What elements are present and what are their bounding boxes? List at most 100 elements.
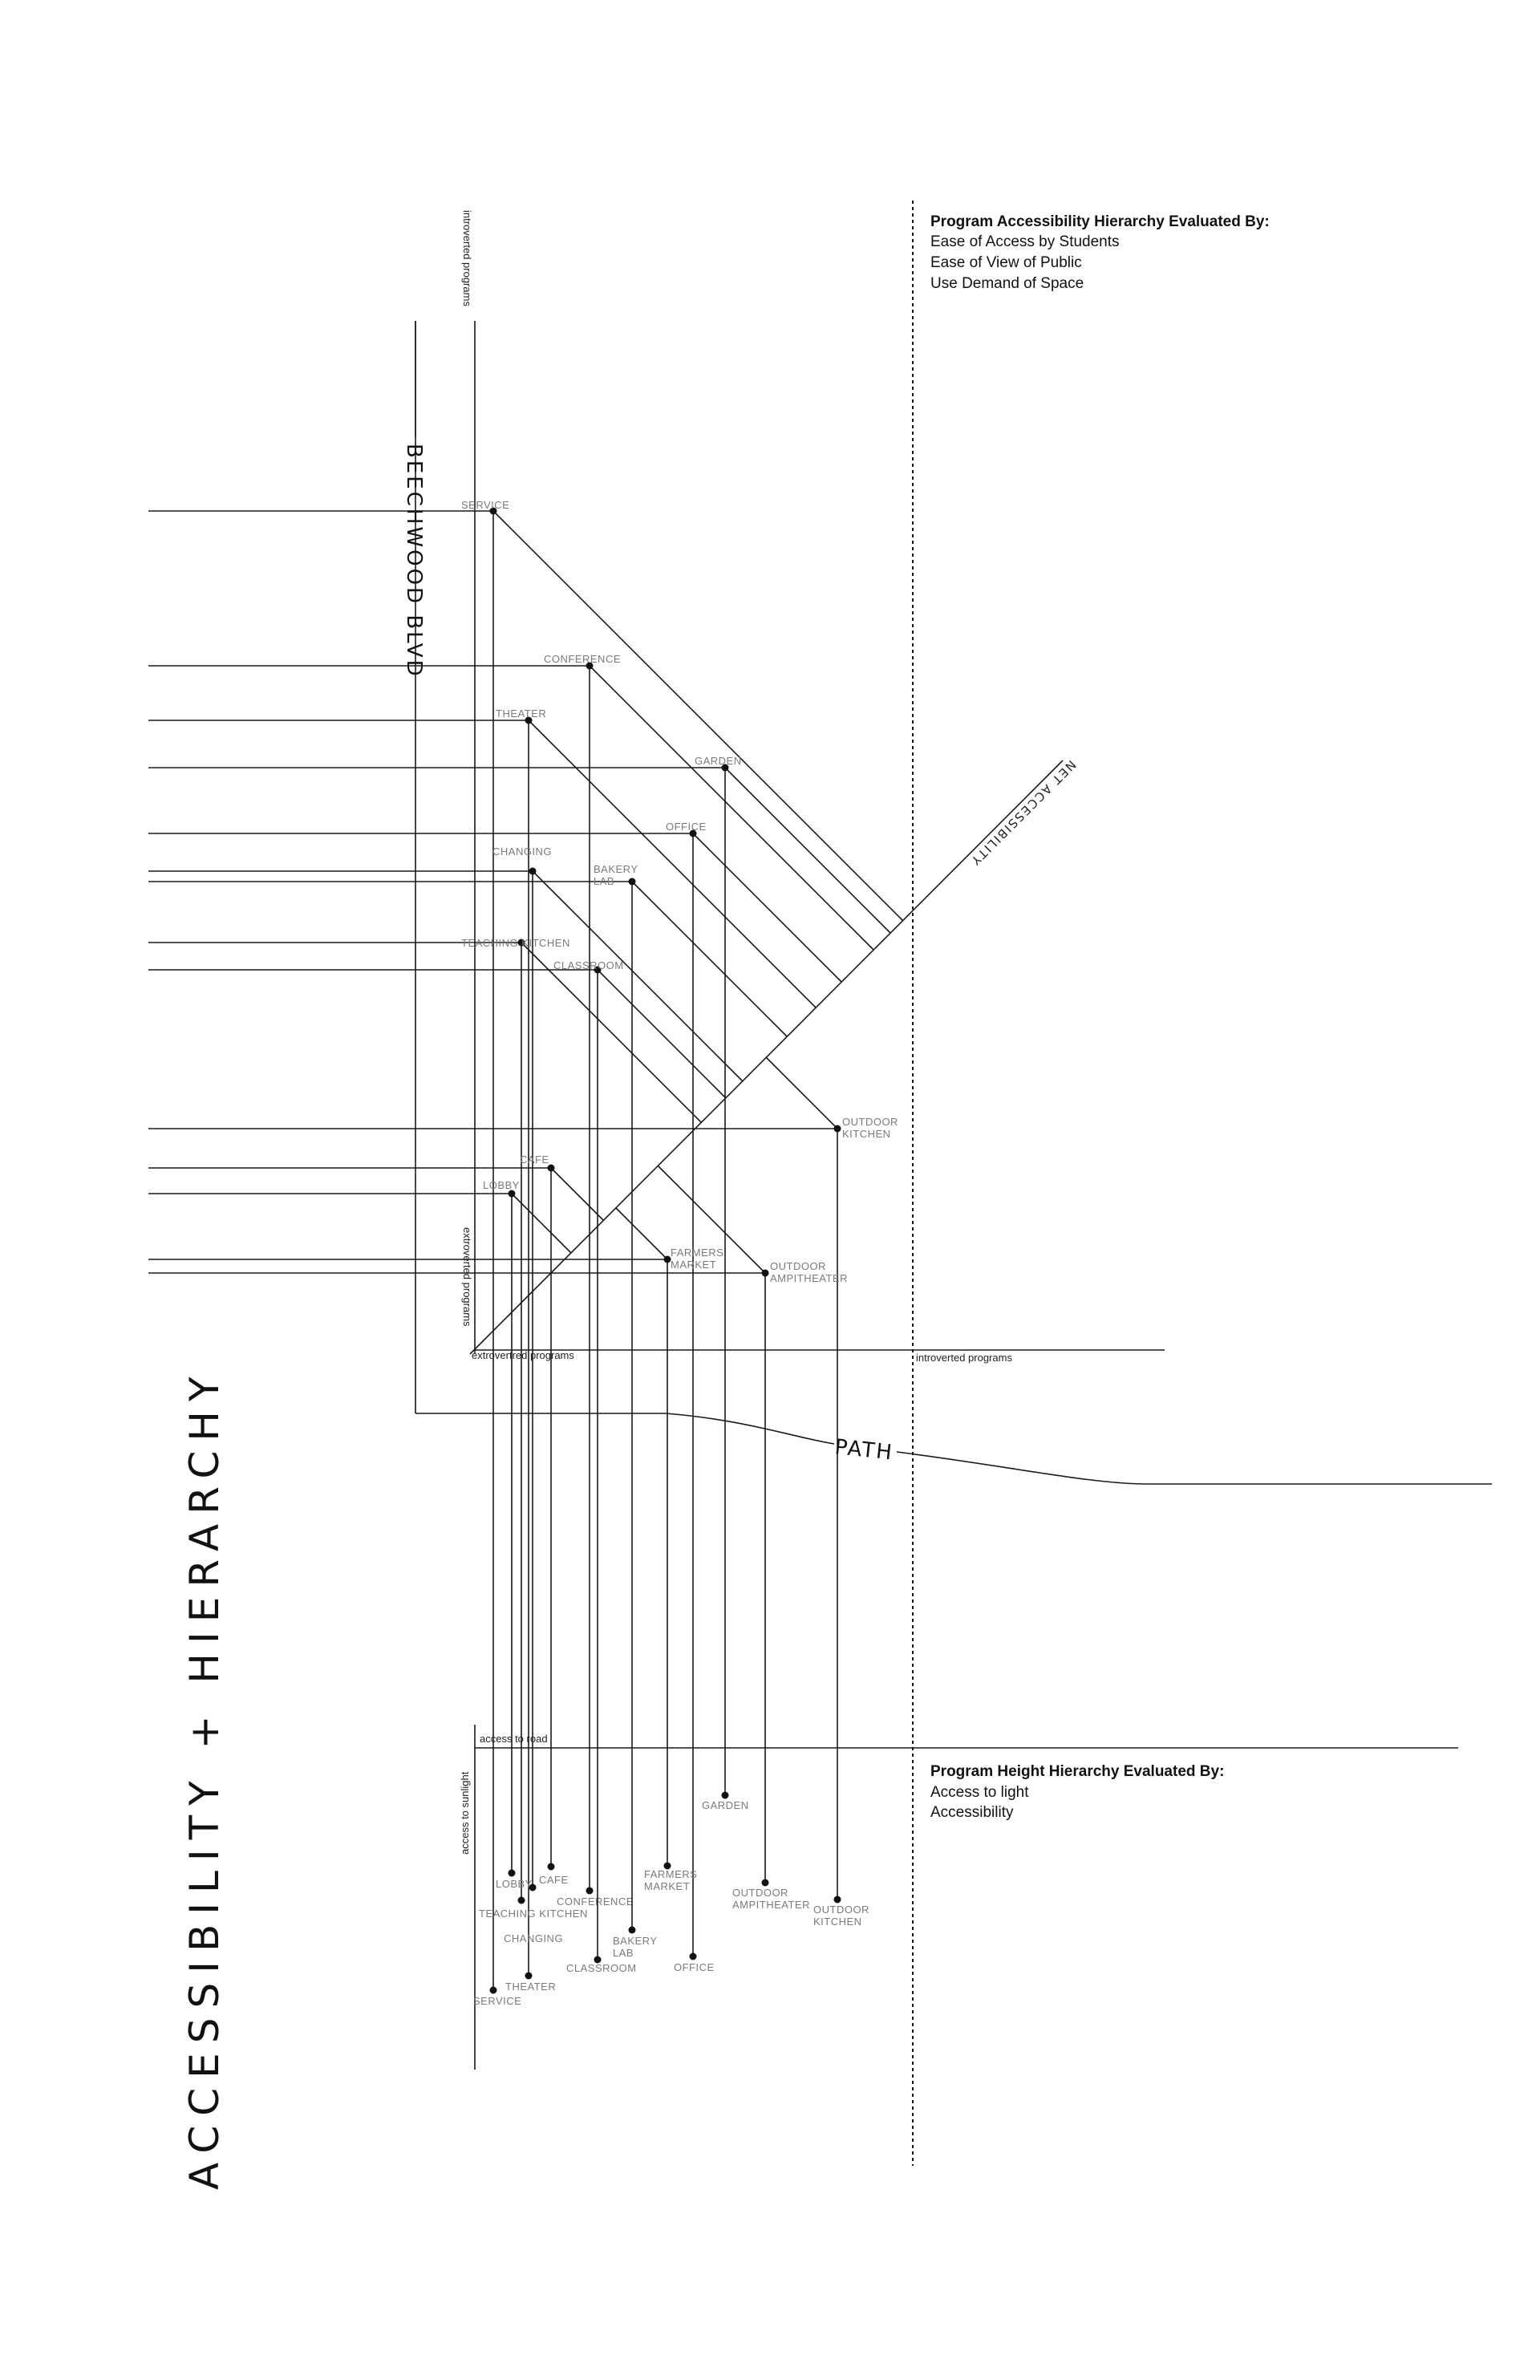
bakery-height-label-line: BAKERY <box>613 1935 658 1947</box>
classroom-accessibility-label-line: CLASSROOM <box>553 959 624 971</box>
office-height-label-line: OFFICE <box>674 1961 715 1973</box>
classroom-accessibility-point <box>594 966 602 974</box>
theater-height-label: THEATER <box>505 1981 556 1993</box>
height-criteria-note: Program Height Hierarchy Evaluated By: A… <box>930 1763 1224 1821</box>
bakery-projection-line <box>631 881 788 1037</box>
theater-accessibility-point <box>525 716 533 724</box>
height-note-line: Access to light <box>930 1784 1029 1801</box>
teaching-height-label-line: TEACHING KITCHEN <box>479 1908 588 1920</box>
changing-height-point <box>529 1883 537 1891</box>
extroverted-bottom-label: extrovertred programs <box>472 1349 574 1361</box>
classroom-height-label-line: CLASSROOM <box>566 1962 637 1974</box>
garden-accessibility-label-line: GARDEN <box>695 755 742 767</box>
office-projection-line <box>692 833 842 983</box>
amphitheater-height-label-line: AMPITHEATER <box>732 1899 810 1911</box>
garden-accessibility-label: GARDEN <box>695 755 742 767</box>
farmers-accessibility-label-line: FARMERS <box>671 1247 723 1259</box>
garden-height-point <box>721 1791 729 1799</box>
accessibility-criteria-note: Program Accessibility Hierarchy Evaluate… <box>930 213 1270 292</box>
accessibility-note-line: Use Demand of Space <box>930 275 1084 292</box>
theater-accessibility-label: THEATER <box>496 708 546 720</box>
lobby-height-label: LOBBY <box>496 1878 533 1890</box>
path-line <box>415 1413 835 1445</box>
garden-height-label-line: GARDEN <box>702 1799 749 1811</box>
farmers-accessibility-label-line: MARKET <box>671 1259 716 1271</box>
cafe-height-label: CAFE <box>539 1874 569 1886</box>
classroom-height-point <box>594 1956 602 1964</box>
outdoor-kitchen-accessibility-label-line: OUTDOOR <box>842 1116 898 1128</box>
cafe-projection-line <box>550 1167 604 1221</box>
theater-height-label-line: THEATER <box>505 1981 556 1993</box>
office-accessibility-label: OFFICE <box>666 821 707 833</box>
conference-height-label-line: CONFERENCE <box>557 1895 634 1908</box>
changing-accessibility-label-line: CHANGING <box>492 845 552 858</box>
service-projection-line <box>492 510 904 922</box>
cafe-accessibility-point <box>547 1164 555 1172</box>
garden-height-label: GARDEN <box>702 1799 749 1811</box>
outdoor-kitchen-height-point <box>833 1895 841 1904</box>
amphitheater-projection-line <box>657 1165 766 1274</box>
access-to-road-label: access to road <box>480 1733 548 1745</box>
cafe-height-point <box>547 1863 555 1871</box>
net-accessibility-label: NET ACCESSIBILITY <box>967 757 1079 869</box>
bakery-accessibility-label-line: BAKERY <box>594 863 638 875</box>
farmers-height-label-line: FARMERS <box>644 1868 697 1880</box>
theater-accessibility-label-line: THEATER <box>496 708 546 720</box>
garden-accessibility-point <box>721 764 729 772</box>
theater-height-point <box>525 1972 533 1980</box>
outdoor-kitchen-height-label-line: OUTDOOR <box>813 1904 869 1916</box>
introverted-bottom-label: introverted programs <box>916 1352 1012 1364</box>
bakery-accessibility-point <box>628 878 636 886</box>
lobby-height-point <box>508 1869 516 1877</box>
service-height-point <box>489 1986 497 1994</box>
conference-accessibility-point <box>586 662 594 670</box>
classroom-accessibility-label: CLASSROOM <box>553 959 624 971</box>
classroom-height-label: CLASSROOM <box>566 1962 637 1974</box>
outdoor-kitchen-projection-line <box>765 1056 838 1129</box>
amphitheater-accessibility-label-line: OUTDOOR <box>770 1260 826 1272</box>
introverted-top-label: introverted programs <box>461 210 473 306</box>
accessibility-note-line: Ease of Access by Students <box>930 233 1120 250</box>
office-accessibility-label-line: OFFICE <box>666 821 707 833</box>
amphitheater-accessibility-label-line: AMPITHEATER <box>770 1272 848 1284</box>
teaching-height-point <box>517 1896 525 1904</box>
amphitheater-height-point <box>761 1879 769 1887</box>
teaching-accessibility-label: TEACHING KITCHEN <box>461 937 570 949</box>
office-height-label: OFFICE <box>674 1961 715 1973</box>
cafe-height-label-line: CAFE <box>539 1874 569 1886</box>
changing-height-label: CHANGING <box>504 1932 563 1944</box>
program-marks: SERVICESERVICECONFERENCECONFERENCETHEATE… <box>148 499 904 2007</box>
street-label: BEECHWOOD BLVD <box>402 444 426 679</box>
service-accessibility-label-line: SERVICE <box>461 499 509 511</box>
cafe-accessibility-label: CAFE <box>520 1154 549 1166</box>
teaching-projection-line <box>521 942 702 1123</box>
bakery-height-label-line: LAB <box>613 1947 634 1959</box>
changing-projection-line <box>532 870 744 1082</box>
conference-height-label: CONFERENCE <box>557 1895 634 1908</box>
lobby-accessibility-label: LOBBY <box>483 1179 520 1191</box>
accessibility-note-line: Ease of View of Public <box>930 254 1082 271</box>
changing-accessibility-label: CHANGING <box>492 845 552 858</box>
access-to-sunlight-label: access to sunlight <box>459 1771 471 1855</box>
bakery-accessibility-label-line: LAB <box>594 875 614 887</box>
classroom-projection-line <box>597 969 727 1099</box>
changing-accessibility-point <box>529 867 537 875</box>
conference-accessibility-label-line: CONFERENCE <box>544 653 621 665</box>
bakery-height-point <box>628 1926 636 1934</box>
garden-projection-line <box>724 767 891 934</box>
conference-height-point <box>586 1887 594 1895</box>
conference-projection-line <box>589 665 874 951</box>
farmers-height-label-line: MARKET <box>644 1880 690 1892</box>
lobby-projection-line <box>511 1193 572 1254</box>
farmers-accessibility-point <box>663 1255 671 1263</box>
amphitheater-height-label-line: OUTDOOR <box>732 1887 788 1899</box>
changing-height-label-line: CHANGING <box>504 1932 563 1944</box>
outdoor-kitchen-height-label-line: KITCHEN <box>813 1916 862 1928</box>
